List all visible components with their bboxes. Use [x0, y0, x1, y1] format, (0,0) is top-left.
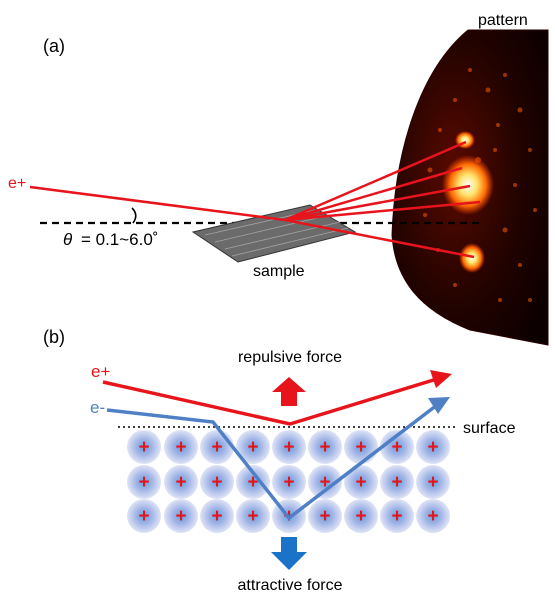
lattice-atom [164, 499, 198, 533]
ion-plus-sign: + [247, 437, 258, 458]
angle-label: θ = 0.1~6.0˚ [63, 230, 158, 249]
lattice-atom [308, 430, 342, 464]
repulsive-force-arrow [272, 377, 306, 406]
atom-lattice: +++++++++++++++++++++++++++ [127, 430, 450, 533]
lattice-atom [416, 430, 450, 464]
panel-a: (a) pattern [8, 12, 549, 346]
ion-plus-sign: + [391, 437, 402, 458]
lattice-atom [344, 465, 378, 499]
panel-b: (b) +++++++++++++++++++++++++++ surface … [43, 327, 516, 594]
ion-plus-sign: + [355, 506, 366, 527]
ion-plus-sign: + [319, 437, 330, 458]
ion-plus-sign: + [427, 437, 438, 458]
lattice-atom [200, 465, 234, 499]
panel-b-label: (b) [43, 327, 65, 347]
ion-plus-sign: + [247, 472, 258, 493]
ion-plus-sign: + [175, 472, 186, 493]
panel-a-label: (a) [43, 36, 65, 56]
lattice-atom [416, 499, 450, 533]
ion-plus-sign: + [283, 472, 294, 493]
lattice-atom [236, 465, 270, 499]
surface-label: surface [463, 420, 516, 437]
ion-plus-sign: + [355, 437, 366, 458]
ion-plus-sign: + [138, 506, 149, 527]
ion-plus-sign: + [138, 437, 149, 458]
lattice-atom [200, 499, 234, 533]
positron-label: e+ [91, 362, 110, 381]
sample-label: sample [253, 263, 305, 280]
lattice-atom [127, 430, 161, 464]
ion-plus-sign: + [391, 472, 402, 493]
lattice-atom [127, 499, 161, 533]
diffraction-screen [391, 29, 549, 346]
sample-crystal [191, 204, 357, 263]
angle-arc [131, 207, 137, 224]
pattern-label: pattern [478, 12, 528, 29]
lattice-atom [236, 499, 270, 533]
lattice-atom [416, 465, 450, 499]
ion-plus-sign: + [211, 437, 222, 458]
ion-plus-sign: + [138, 472, 149, 493]
ion-plus-sign: + [175, 437, 186, 458]
incident-beam-label: e+ [8, 175, 26, 192]
ion-plus-sign: + [391, 506, 402, 527]
ion-plus-sign: + [175, 506, 186, 527]
attractive-force-arrow [271, 537, 307, 570]
ion-plus-sign: + [211, 472, 222, 493]
lattice-atom [380, 465, 414, 499]
ion-plus-sign: + [319, 506, 330, 527]
lattice-atom [236, 430, 270, 464]
lattice-atom [380, 430, 414, 464]
lattice-atom [344, 499, 378, 533]
ion-plus-sign: + [283, 437, 294, 458]
electron-trajectory [106, 397, 450, 521]
ion-plus-sign: + [355, 472, 366, 493]
incident-beam [29, 185, 286, 222]
lattice-atom [272, 465, 306, 499]
ion-plus-sign: + [319, 472, 330, 493]
ion-plus-sign: + [247, 506, 258, 527]
angle-range: = 0.1~6.0˚ [81, 230, 159, 249]
diffracted-beams [284, 140, 481, 259]
attractive-force-label: attractive force [238, 577, 343, 594]
ion-plus-sign: + [427, 472, 438, 493]
ion-plus-sign: + [211, 506, 222, 527]
repulsive-force-label: repulsive force [238, 349, 342, 366]
lattice-atom [308, 499, 342, 533]
lattice-atom [380, 499, 414, 533]
theta-symbol: θ [63, 230, 73, 249]
lattice-atom [127, 465, 161, 499]
positron-trajectory [102, 370, 452, 426]
electron-label: e- [90, 398, 105, 417]
lattice-atom [272, 430, 306, 464]
lattice-atom [308, 465, 342, 499]
lattice-atom [164, 465, 198, 499]
lattice-atom [164, 430, 198, 464]
ion-plus-sign: + [427, 506, 438, 527]
